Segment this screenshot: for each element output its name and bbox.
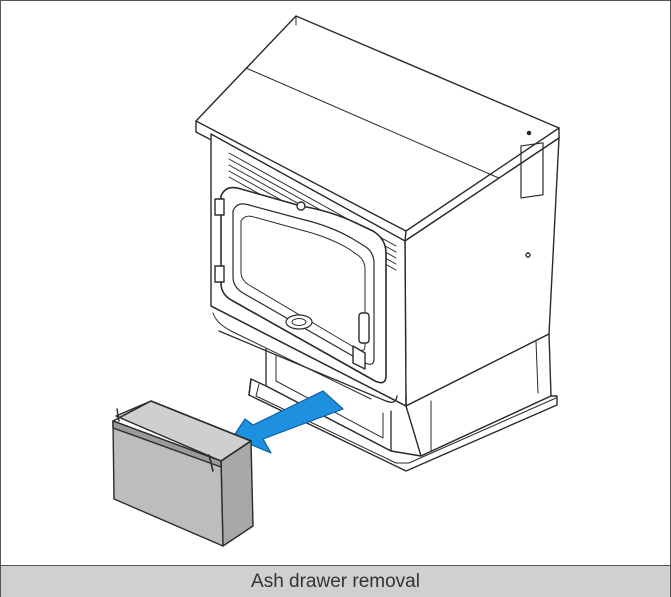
- pellet-stove-icon: [195, 15, 560, 472]
- stove-illustration: [112, 15, 560, 547]
- caption-bar: Ash drawer removal: [1, 565, 670, 597]
- ash-drawer-icon: [112, 400, 254, 547]
- figure-caption: Ash drawer removal: [251, 570, 420, 592]
- removal-arrow-icon: [232, 390, 344, 454]
